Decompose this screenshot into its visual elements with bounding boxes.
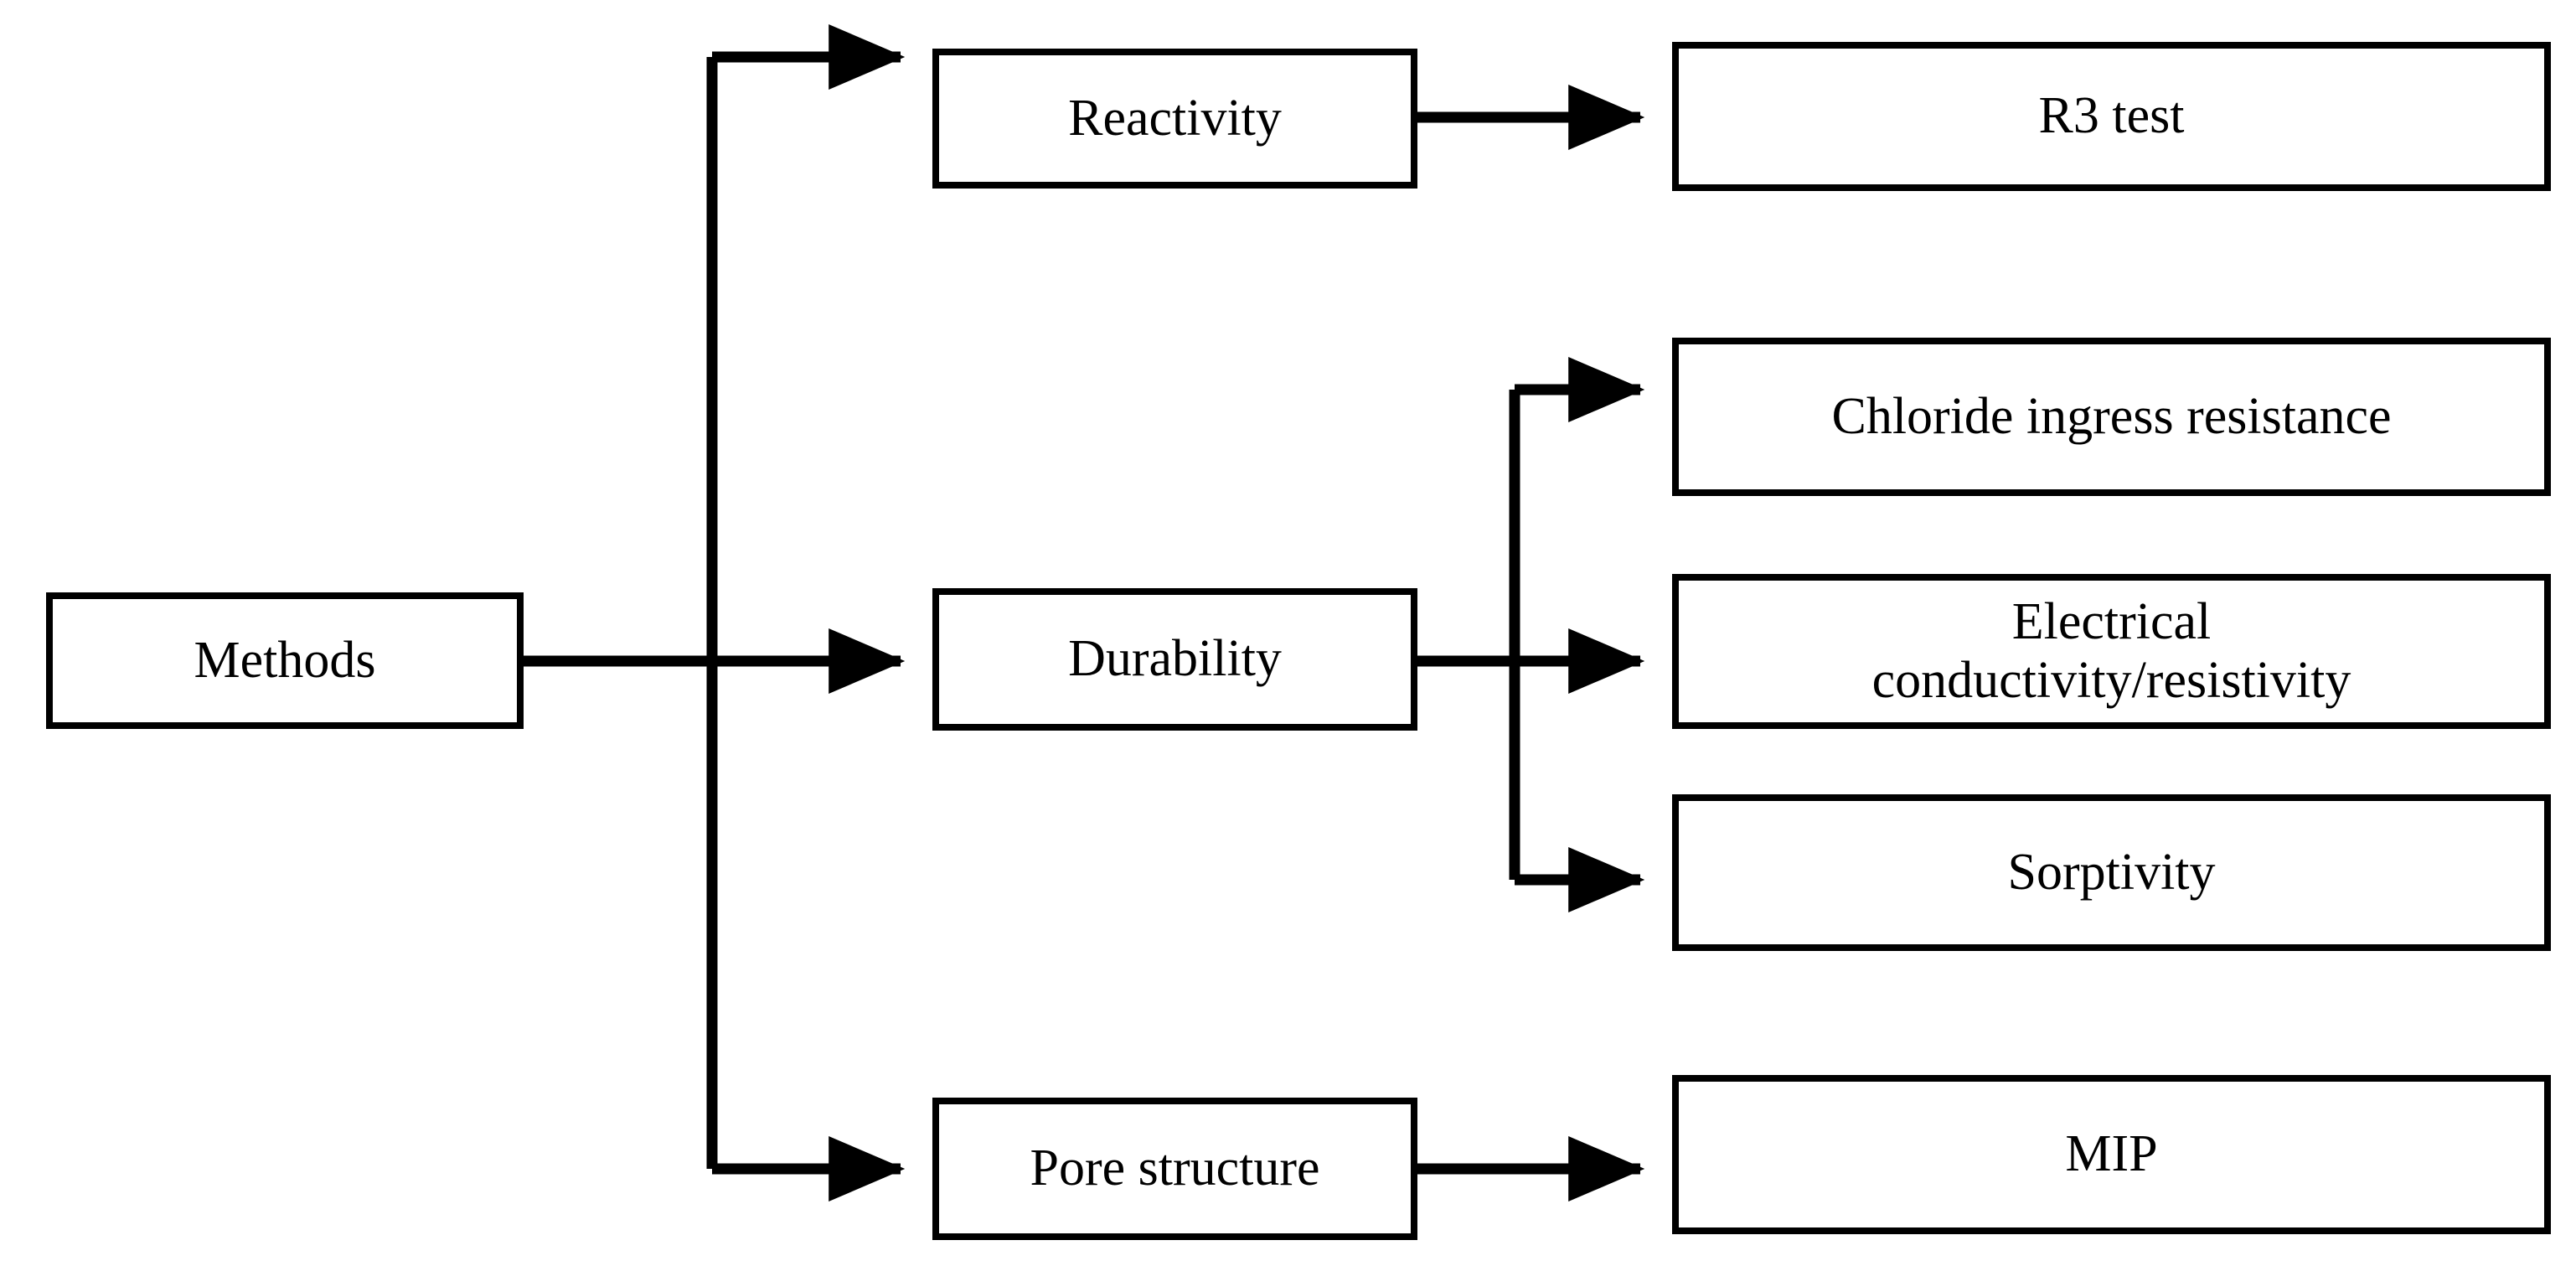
node-reactivity-label: Reactivity — [1068, 89, 1282, 147]
node-r3-test-label: R3 test — [2038, 87, 2185, 145]
node-methods[interactable]: Methods — [46, 592, 524, 729]
node-methods-label: Methods — [194, 631, 376, 689]
node-durability-label: Durability — [1068, 630, 1282, 688]
node-pore-structure-label: Pore structure — [1030, 1140, 1320, 1197]
node-chloride-ingress-resistance-label: Chloride ingress resistance — [1831, 387, 2392, 445]
node-chloride-ingress-resistance[interactable]: Chloride ingress resistance — [1672, 338, 2551, 496]
node-electrical-conductivity-resistivity-label: Electrical conductivity/resistivity — [1871, 593, 2351, 709]
edge-methods-trunk — [524, 57, 718, 1169]
node-mip[interactable]: MIP — [1672, 1075, 2551, 1234]
node-r3-test[interactable]: R3 test — [1672, 42, 2551, 191]
node-electrical-conductivity-resistivity[interactable]: Electrical conductivity/resistivity — [1672, 574, 2551, 729]
node-sorptivity-label: Sorptivity — [2007, 843, 2216, 901]
edge-durability-trunk — [1417, 390, 1520, 880]
node-reactivity[interactable]: Reactivity — [932, 49, 1417, 189]
node-mip-label: MIP — [2065, 1125, 2158, 1183]
node-sorptivity[interactable]: Sorptivity — [1672, 794, 2551, 951]
node-pore-structure[interactable]: Pore structure — [932, 1098, 1417, 1240]
node-durability[interactable]: Durability — [932, 588, 1417, 731]
